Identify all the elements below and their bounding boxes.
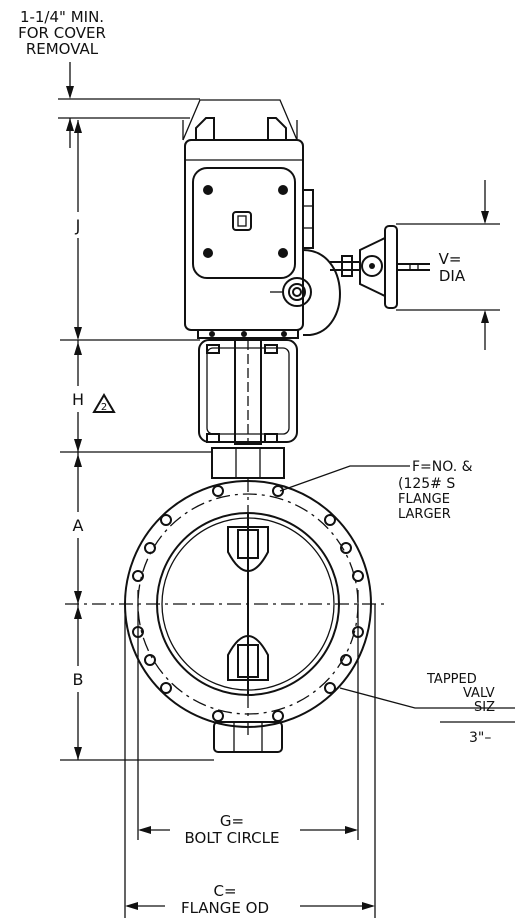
actuator-cover-outline: [182, 99, 298, 141]
cover-clearance-dimension: [58, 62, 200, 148]
flange-bolt-holes: [132, 485, 364, 722]
handwheel-diameter-dimension: V= DIA: [396, 180, 500, 350]
dimension-label-v-dia: DIA: [439, 267, 466, 285]
cover-bolts: [203, 185, 288, 258]
svg-text:LARGER: LARGER: [398, 507, 451, 522]
svg-text:3"–: 3"–: [469, 730, 491, 746]
dimension-label-b: B: [73, 670, 84, 689]
vertical-dimensions: J H A B 2: [60, 120, 214, 761]
tapped-holes-note: TAPPED VALV SIZ 3"–: [339, 672, 515, 746]
dimension-label-bolt-circle: BOLT CIRCLE: [185, 829, 280, 847]
revision-mark: 2: [101, 402, 107, 413]
svg-text:VALV: VALV: [463, 686, 495, 701]
dimension-label-a: A: [73, 516, 84, 535]
valve-flange: [65, 478, 385, 740]
flange-holes-note: F=NO. & (125# S FLANGE LARGER: [279, 459, 473, 522]
dimension-label-h: H: [72, 390, 84, 409]
bolt-circle-dimension: G= BOLT CIRCLE: [137, 590, 359, 851]
svg-text:FLANGE: FLANGE: [398, 492, 450, 507]
valve-neck: [211, 447, 285, 479]
svg-text:(125# S: (125# S: [398, 476, 455, 492]
dimension-label-g: G=: [220, 812, 244, 830]
dimension-label-flange-od: FLANGE OD: [181, 899, 269, 917]
dimension-label-c: C=: [213, 882, 236, 900]
svg-text:SIZ: SIZ: [474, 700, 495, 715]
svg-text:REMOVAL: REMOVAL: [26, 40, 99, 58]
revision-triangle-icon: [92, 393, 116, 413]
mounting-yoke: [198, 339, 298, 445]
dimension-label-j: J: [75, 216, 81, 235]
actuator-body: [184, 117, 341, 339]
svg-text:TAPPED: TAPPED: [426, 672, 477, 687]
bottom-trunnion: [213, 721, 283, 753]
svg-text:F=NO. &: F=NO. &: [412, 459, 473, 475]
dimension-label-v: V=: [439, 250, 462, 268]
svg-text:FOR COVER: FOR COVER: [18, 24, 106, 42]
cover-removal-note: 1-1/4" MIN. FOR COVER REMOVAL: [18, 8, 106, 58]
flange-od-dimension: C= FLANGE OD: [124, 604, 376, 920]
svg-text:1-1/4" MIN.: 1-1/4" MIN.: [20, 8, 104, 26]
handwheel: [330, 225, 430, 309]
